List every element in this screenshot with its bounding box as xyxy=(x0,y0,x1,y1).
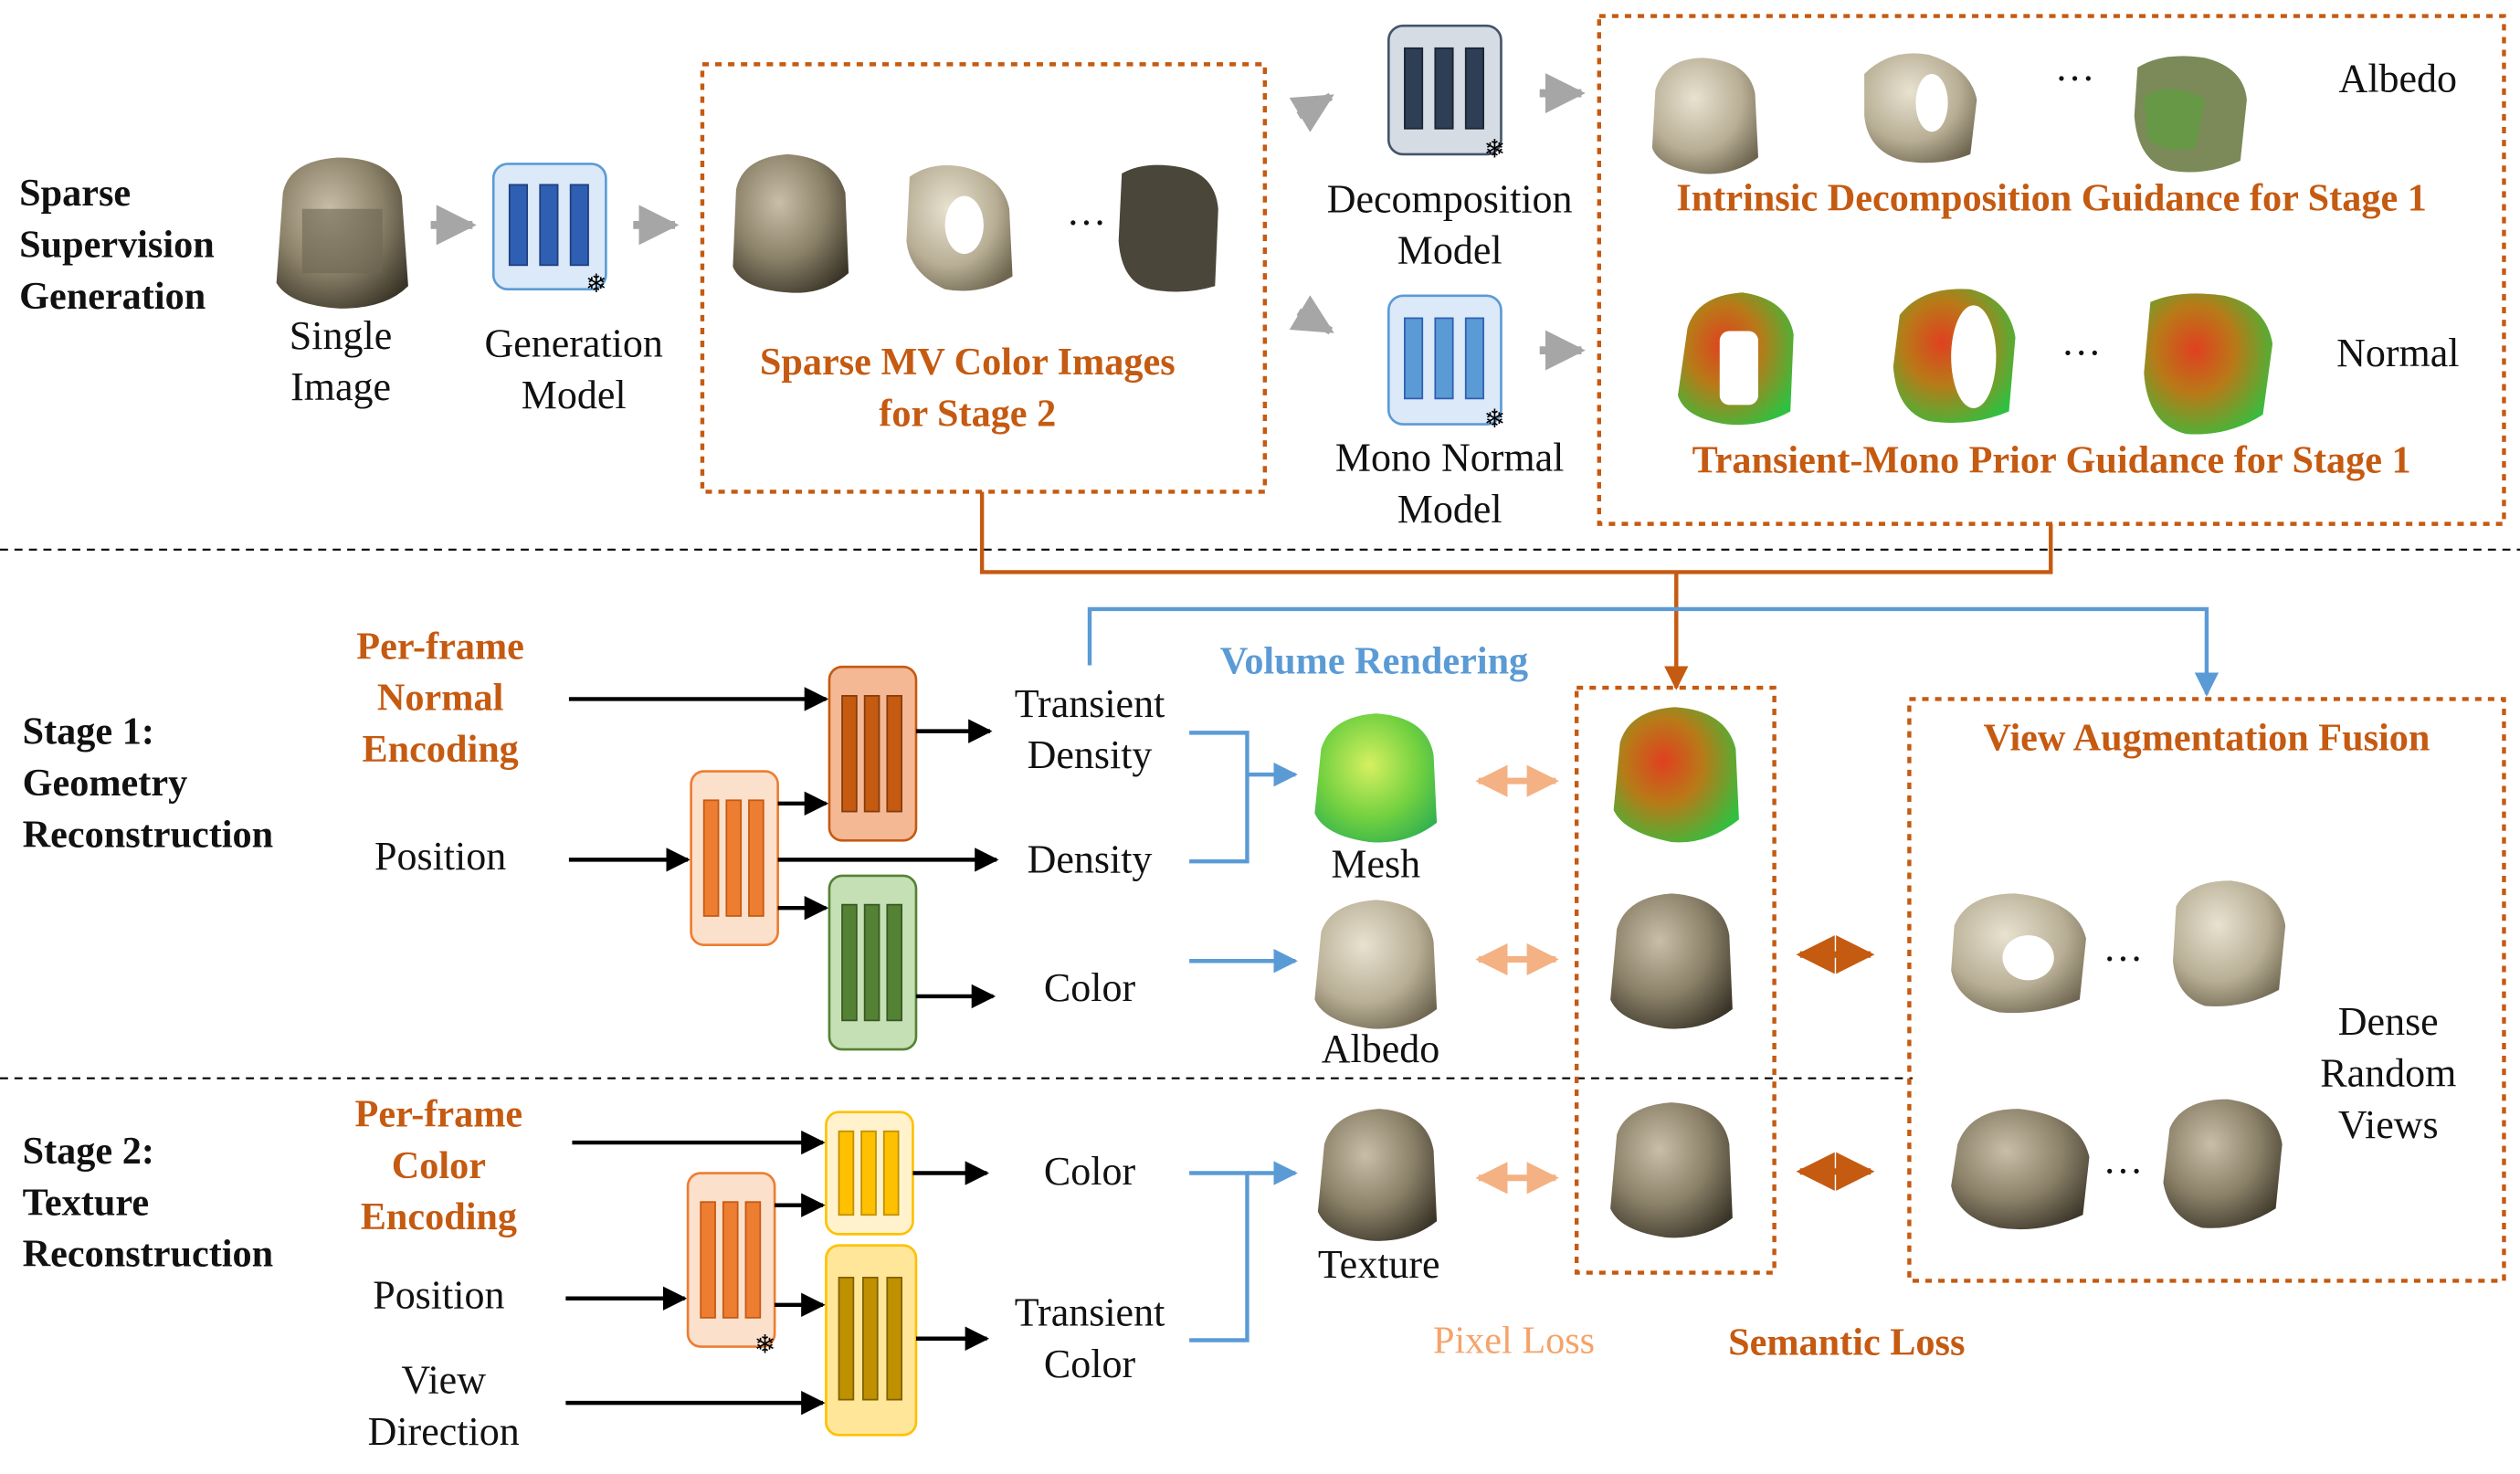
position-label-s2: Position xyxy=(373,1274,505,1318)
semantic-loss-label: Semantic Loss xyxy=(1728,1322,1966,1364)
transient-guidance-label: Transient-Mono Prior Guidance for Stage … xyxy=(1692,440,2411,482)
mv-view-2 xyxy=(906,164,1013,291)
albedo-render-s1 xyxy=(1314,900,1438,1029)
mesh-render xyxy=(1314,713,1438,843)
supervision-color-2 xyxy=(1610,1102,1733,1238)
snowflake-icon: ❄ xyxy=(1484,133,1506,163)
aug-ellipsis-1: ··· xyxy=(2103,938,2144,983)
blue-bracket-s1 xyxy=(1189,731,1249,864)
blue-connector-aug xyxy=(1087,606,2219,697)
single-image-backpack xyxy=(276,157,408,309)
density-label: Density xyxy=(1027,838,1153,883)
mv-view-3 xyxy=(1118,164,1218,292)
position-label-s1: Position xyxy=(374,835,507,879)
color-label-s2: Color xyxy=(1043,1150,1136,1195)
orange-connector-mv xyxy=(979,491,2053,574)
arrow-to-mono xyxy=(1289,295,1334,335)
albedo-ellipsis: ··· xyxy=(2054,58,2095,101)
aug-ellipsis-2: ··· xyxy=(2103,1150,2144,1195)
pixel-loss-label: Pixel Loss xyxy=(1432,1321,1596,1363)
color-block-s1 xyxy=(828,874,918,1051)
texture-render xyxy=(1317,1109,1438,1241)
blue-bracket-s2 xyxy=(1189,1171,1249,1342)
snowflake-icon: ❄ xyxy=(1484,404,1506,434)
snowflake-icon: ❄ xyxy=(585,268,607,299)
encoder-block-s1 xyxy=(690,770,779,946)
transient-color-block xyxy=(825,1244,918,1437)
albedo-label-s1: Albedo xyxy=(1321,1028,1440,1072)
normal-ellipsis: ··· xyxy=(2061,332,2102,376)
arrow-to-decomp xyxy=(1289,92,1334,132)
mv-ellipsis: ··· xyxy=(1066,202,1107,247)
decomposition-model-block: ❄ xyxy=(1387,24,1506,163)
mesh-label: Mesh xyxy=(1331,843,1421,888)
color-label-s1: Color xyxy=(1043,967,1136,1011)
transient-density-block xyxy=(828,665,918,842)
snowflake-icon: ❄ xyxy=(754,1330,776,1360)
texture-label: Texture xyxy=(1317,1243,1440,1288)
sparse-mv-box xyxy=(700,62,1268,494)
color-block-s2 xyxy=(825,1111,914,1236)
intrinsic-guidance-label: Intrinsic Decomposition Guidance for Sta… xyxy=(1676,178,2427,221)
volume-rendering-label: Volume Rendering xyxy=(1219,641,1529,683)
albedo-label: Albedo xyxy=(2338,58,2458,101)
encoder-block-s2: ❄ xyxy=(686,1172,776,1360)
generation-model-block: ❄ xyxy=(491,163,607,299)
albedo-view-3 xyxy=(2134,56,2247,173)
normal-view-2 xyxy=(1893,289,2016,424)
normal-label: Normal xyxy=(2336,332,2460,376)
aug-view-3 xyxy=(1951,1109,2090,1230)
albedo-view-2 xyxy=(1864,53,1977,163)
view-aug-box xyxy=(1907,697,2506,1283)
aug-view-2 xyxy=(2172,880,2286,1007)
aug-view-4 xyxy=(2163,1099,2283,1228)
normal-view-1 xyxy=(1678,292,1794,426)
mv-view-1 xyxy=(733,153,849,293)
aug-view-1 xyxy=(1951,893,2086,1014)
supervision-color-1 xyxy=(1610,893,1733,1029)
albedo-view-1 xyxy=(1651,58,1759,174)
supervision-normal xyxy=(1613,707,1739,843)
view-aug-label: View Augmentation Fusion xyxy=(1983,718,2430,761)
normal-view-3 xyxy=(2144,293,2273,435)
mono-normal-model-block: ❄ xyxy=(1387,294,1506,434)
